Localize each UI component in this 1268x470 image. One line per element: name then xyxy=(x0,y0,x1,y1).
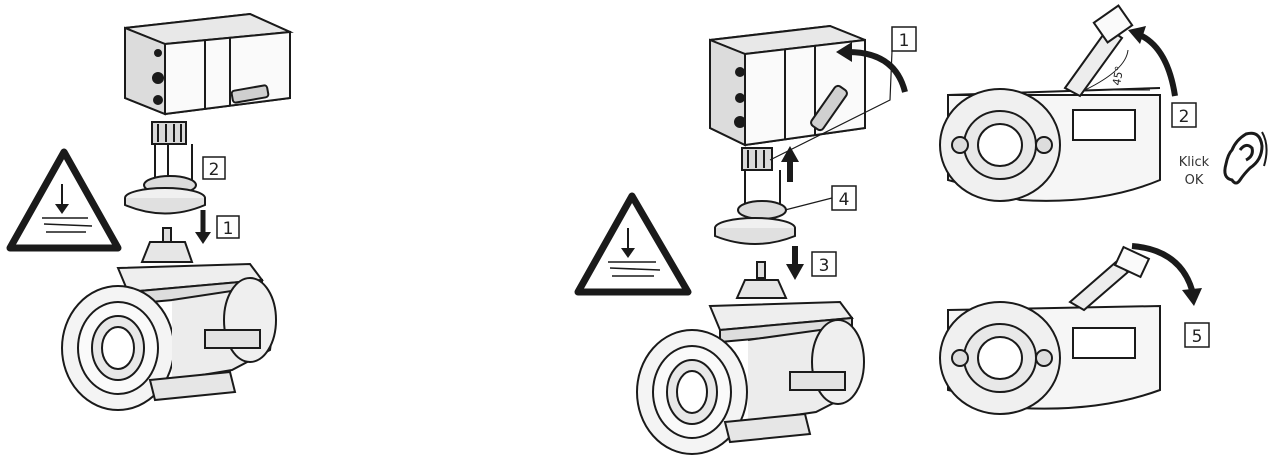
right-coupling xyxy=(714,147,796,245)
left-actuator xyxy=(124,12,294,116)
svg-text:1: 1 xyxy=(223,219,234,239)
ear-icon xyxy=(1223,131,1268,185)
ok-text: OK xyxy=(1185,173,1204,188)
rotate-arrow-icon xyxy=(836,42,908,93)
detail-top xyxy=(939,4,1161,202)
warning-crush-hazard-icon xyxy=(6,148,122,252)
detail-bottom xyxy=(939,245,1161,415)
svg-text:1: 1 xyxy=(899,31,910,51)
left-assembly xyxy=(61,12,294,411)
klick-text: Klick xyxy=(1179,155,1210,170)
angle-label: 45° xyxy=(1110,65,1126,86)
svg-text:2: 2 xyxy=(209,160,220,180)
rotate-arrow-icon xyxy=(1131,243,1202,306)
leader-line xyxy=(769,50,893,161)
warning-crush-hazard-icon xyxy=(574,192,692,296)
right-step-3: 3 xyxy=(786,246,837,280)
left-step-1: 1 xyxy=(195,210,240,244)
arrow-down-icon xyxy=(786,264,804,280)
arrow-up-icon xyxy=(781,146,799,182)
svg-text:4: 4 xyxy=(839,190,850,210)
rotate-arrow-icon xyxy=(1128,26,1178,97)
detail-top-step-2: 2 xyxy=(1171,102,1197,128)
left-valve-body xyxy=(61,227,277,411)
left-step-2: 2 xyxy=(202,156,226,180)
right-actuator xyxy=(709,24,866,147)
right-step-4: 4 xyxy=(784,185,857,211)
arrow-down-icon xyxy=(195,232,211,244)
right-valve-body xyxy=(636,261,865,455)
right-assembly xyxy=(636,24,866,455)
svg-text:5: 5 xyxy=(1192,327,1203,347)
left-coupling xyxy=(124,121,206,215)
svg-text:2: 2 xyxy=(1179,107,1190,127)
right-step-1: 1 xyxy=(891,26,917,52)
detail-bottom-step-5: 5 xyxy=(1184,322,1210,348)
svg-text:3: 3 xyxy=(819,256,830,276)
